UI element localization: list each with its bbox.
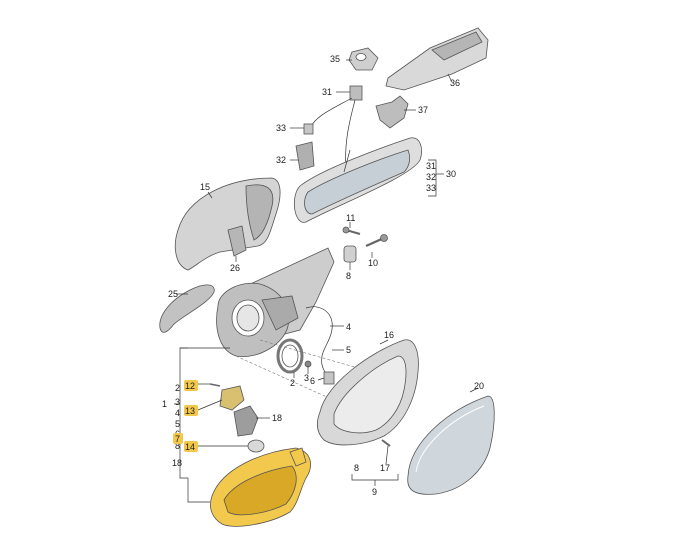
callout-12-highlight: 12 [184,380,198,391]
callout-20: 20 [474,381,484,391]
part-26-clip [227,225,247,257]
callout-1: 1 [162,399,167,409]
part-35-clip [348,47,379,71]
legend-right-31: 31 [426,161,436,171]
legend-right-32: 32 [426,172,436,182]
part-20-mirror-glass [407,395,495,495]
legend-left-4: 4 [175,408,180,418]
callout-14-highlight: 14 [184,441,198,452]
part-36-mount-cover [385,27,489,91]
legend-left-8: 8 [175,441,180,451]
part-2-ring [276,338,304,374]
leader-lines [176,59,479,465]
callout-35: 35 [330,54,340,64]
part-31-harness [303,85,363,171]
part-17-screw [381,439,391,447]
part-12-screw [209,383,221,387]
part-10-bolt [365,234,388,248]
callout-33: 33 [276,123,286,133]
callout-18: 18 [272,413,282,423]
legend-left-7: 7 [175,434,180,444]
legend-left-18: 18 [172,458,182,468]
legend-left-5: 5 [175,419,180,429]
callout-5: 5 [346,345,351,355]
part-16-mirror-housing [316,339,419,446]
part-8-spacer [343,245,357,263]
callout-26: 26 [230,263,240,273]
part-32-connector [295,141,315,171]
part-1-mirror-base [216,247,335,358]
yellow-mirror-cap [210,447,311,527]
callout-2: 2 [290,378,295,388]
callout-31: 31 [322,87,332,97]
legend-left-3: 3 [175,397,180,407]
callout-8-upper: 8 [346,271,351,281]
legend-bracket-left [174,347,230,503]
legend-bracket-right [428,159,444,197]
legend-bracket-bottom [351,474,399,486]
callout-37: 37 [418,105,428,115]
callout-12: 12 [185,381,195,391]
callout-3: 3 [304,373,309,383]
callout-7-highlight: 7 [173,433,183,444]
callout-16: 16 [384,330,394,340]
callout-9: 9 [372,487,377,497]
legend-bottom-17: 17 [380,463,390,473]
callout-32: 32 [276,155,286,165]
legend-bottom-8: 8 [354,463,359,473]
part-37-bracket [375,95,409,129]
part-25-trim-strip [159,284,215,333]
callout-36: 36 [450,78,460,88]
part-13-bracket [219,385,245,411]
legend-left-2: 2 [175,383,180,393]
part-11-screw [342,226,361,235]
callout-4: 4 [346,322,351,332]
assembly-guide-line [235,355,361,413]
callout-11: 11 [346,213,355,223]
interior-rear-view-mirror [293,137,422,223]
callout-25: 25 [168,289,178,299]
callout-10: 10 [368,258,378,268]
part-18-motor [233,405,259,437]
part-4-wiring [305,306,335,385]
callout-6: 6 [310,376,315,386]
part-15-mirror-housing-cover [174,177,281,271]
callout-13-highlight: 13 [184,405,198,416]
callout-30: 30 [446,169,456,179]
legend-right-33: 33 [426,183,436,193]
callout-13: 13 [185,406,195,416]
callout-15: 15 [200,182,210,192]
part-14-bushing [247,439,265,453]
callout-14: 14 [185,442,195,452]
